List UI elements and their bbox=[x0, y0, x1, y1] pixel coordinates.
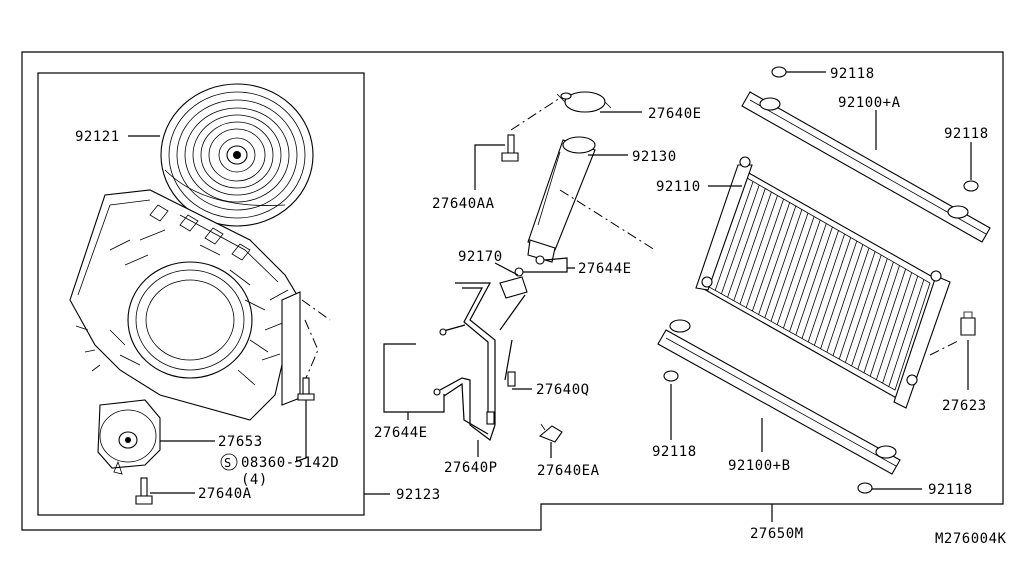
top-bracket-drawing bbox=[741, 91, 991, 243]
label-receiver-tank: 92130 bbox=[632, 149, 677, 165]
bottom-bracket-drawing bbox=[657, 319, 901, 475]
label-small-bracket: 92170 bbox=[458, 249, 503, 265]
clamp-drawing bbox=[556, 91, 612, 113]
fan-clutch-drawing bbox=[160, 83, 314, 227]
outer-assembly-frame bbox=[21, 51, 1004, 531]
label-bolt-fan: 27640A bbox=[198, 486, 252, 502]
hose-drawing bbox=[433, 282, 526, 441]
label-grommet-top-right: 92118 bbox=[944, 126, 989, 142]
label-clamp: 27640E bbox=[648, 106, 702, 122]
label-condenser: 92110 bbox=[656, 179, 701, 195]
label-fan-clutch: 92121 bbox=[75, 129, 120, 145]
label-hose-p: 27640P bbox=[444, 460, 498, 476]
label-bracket-bottom: 92100+B bbox=[728, 458, 791, 474]
screw-label-group: S 08360-5142D (4) bbox=[220, 453, 339, 488]
receiver-tank-drawing bbox=[527, 136, 596, 263]
label-fan-motor: 27653 bbox=[218, 434, 263, 450]
fan-motor-drawing bbox=[97, 399, 161, 475]
label-clip-ea: 27640EA bbox=[537, 463, 600, 479]
label-oring-right: 27644E bbox=[578, 261, 632, 277]
label-screw-qty: (4) bbox=[241, 472, 268, 488]
clip-drawing bbox=[538, 423, 563, 443]
bolt-fan-drawing bbox=[135, 477, 153, 505]
fan-shroud-drawing bbox=[69, 189, 301, 421]
label-grommet-bottom-right: 92118 bbox=[928, 482, 973, 498]
sensor-drawing bbox=[960, 311, 976, 336]
bolt-aa-drawing bbox=[501, 134, 519, 162]
screw-path bbox=[304, 319, 319, 379]
condenser-drawing bbox=[695, 156, 951, 409]
screw-marker-circle bbox=[220, 453, 238, 471]
grommet-drawings bbox=[663, 66, 979, 494]
label-bracket-top: 92100+A bbox=[838, 95, 901, 111]
label-bolt-aa: 27640AA bbox=[432, 196, 495, 212]
label-grommet-bottom-left: 92118 bbox=[652, 444, 697, 460]
label-outer-assembly: 27650M bbox=[750, 526, 804, 542]
label-screw-code: 08360-5142D bbox=[241, 455, 339, 471]
screw-drawing bbox=[297, 377, 315, 401]
fan-box-frame bbox=[37, 72, 365, 516]
label-hose-q: 27640Q bbox=[536, 382, 590, 398]
screw-marker: S bbox=[224, 456, 232, 470]
diagram-code: M276004K bbox=[935, 531, 1007, 547]
label-oring-left: 27644E bbox=[374, 425, 428, 441]
label-sensor: 27623 bbox=[942, 398, 987, 414]
small-bracket-drawing bbox=[499, 255, 545, 299]
label-fan-box: 92123 bbox=[396, 487, 441, 503]
leader-lines bbox=[128, 71, 972, 522]
label-grommet-top-left: 92118 bbox=[830, 66, 875, 82]
